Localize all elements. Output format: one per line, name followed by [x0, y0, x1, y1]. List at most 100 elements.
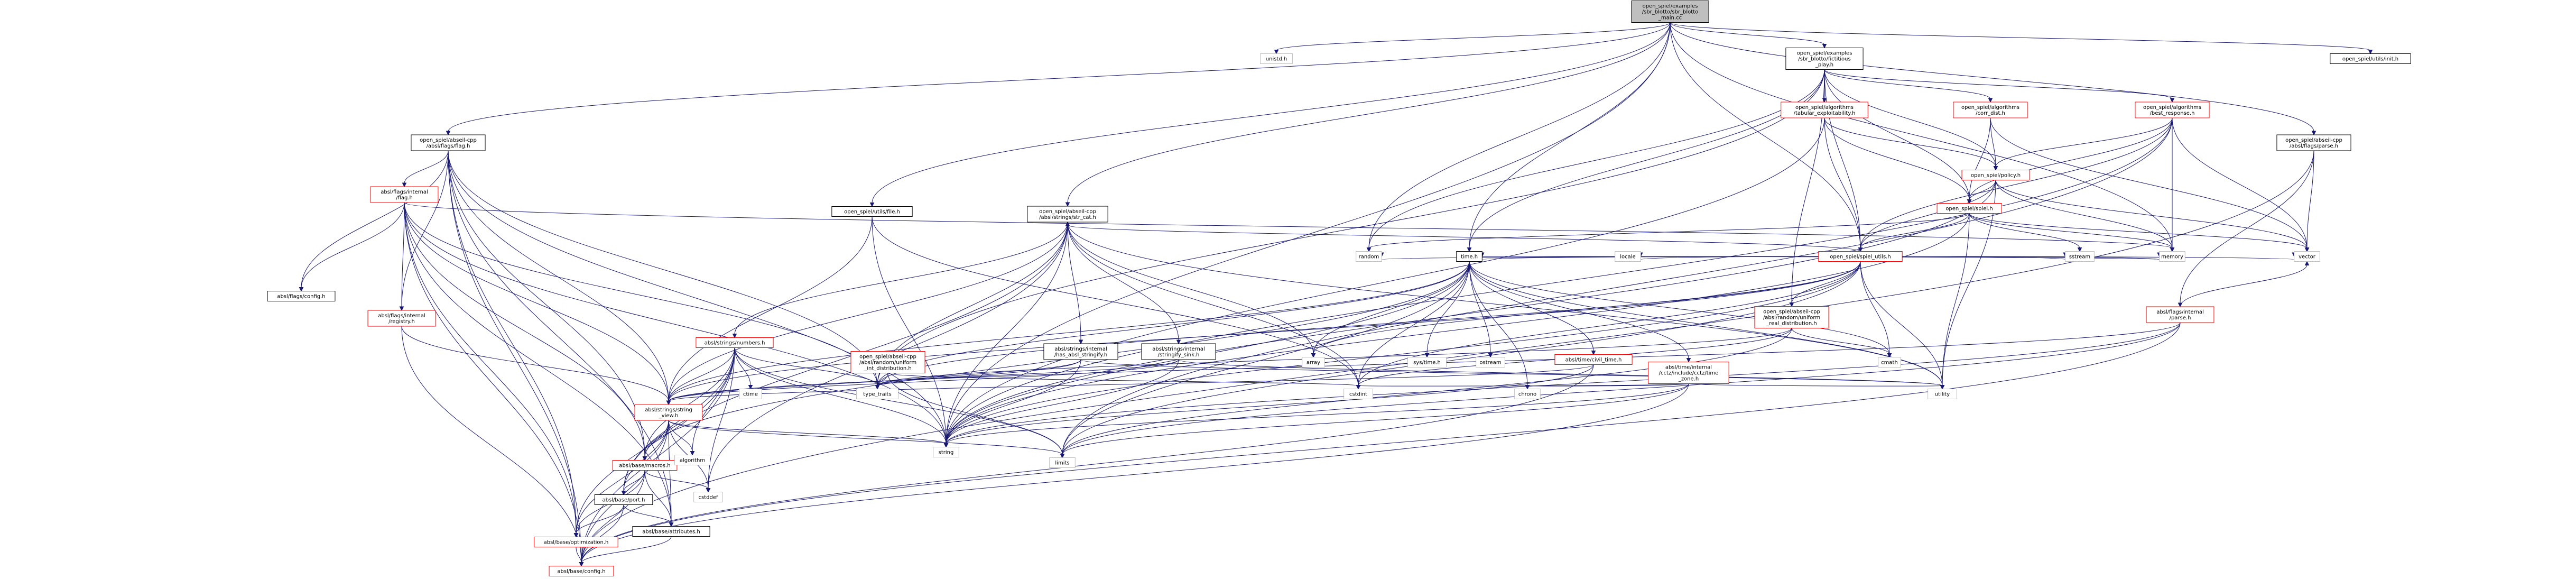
node-box: [634, 404, 703, 421]
node-registry[interactable]: absl/flags/internal/registry.h: [367, 310, 436, 327]
node-box: [370, 186, 439, 203]
edge-cctz-to-string: [943, 383, 1689, 448]
edge-flaginternal-to-stringview: [404, 202, 671, 406]
node-ostream: ostream: [1476, 357, 1505, 367]
edge-spiel-to-string: [943, 213, 1970, 448]
node-label: _int_distribution.h: [864, 366, 912, 372]
node-box: [1785, 48, 1864, 70]
node-label: /flag.h: [396, 195, 413, 201]
node-uniformint[interactable]: open_spiel/abseil-cpp/absl/random/unifor…: [850, 351, 925, 373]
node-time[interactable]: time.h: [1456, 251, 1482, 262]
node-label: open_spiel/utils/init.h: [2342, 57, 2398, 62]
node-box: [696, 337, 774, 348]
node-macros[interactable]: absl/base/macros.h: [612, 460, 678, 471]
node-box: [1049, 457, 1076, 468]
edge-fict-to-policy: [1824, 69, 1998, 171]
node-baseconfig[interactable]: absl/base/config.h: [549, 566, 614, 576]
node-label: /absl/random/uniform: [1763, 315, 1820, 321]
node-strcat[interactable]: open_spiel/abseil-cpp/absl/strings/str_c…: [1027, 206, 1108, 223]
node-label: open_spiel/abseil-cpp: [420, 137, 477, 143]
edge-parse-to-vector: [2304, 150, 2314, 252]
node-box: [2065, 251, 2095, 262]
node-box: [1302, 357, 1325, 367]
node-label: /parse.h: [2170, 315, 2191, 321]
node-box: [549, 566, 614, 576]
node-box: [632, 526, 710, 537]
node-box: [411, 134, 486, 151]
edge-time-to-chrono: [1469, 261, 1530, 390]
node-label: absl/time/civil_time.h: [1565, 357, 1622, 363]
node-label: open_spiel/abseil-cpp: [1763, 309, 1820, 315]
edge-spielutils-to-cmath: [1860, 261, 1892, 358]
node-numbers[interactable]: absl/strings/numbers.h: [696, 337, 774, 348]
node-optimization[interactable]: absl/base/optimization.h: [534, 537, 618, 547]
node-civiltime[interactable]: absl/time/civil_time.h: [1554, 354, 1633, 365]
node-label: open_spiel/algorithms: [2143, 105, 2201, 111]
node-label: absl/flags/internal: [378, 313, 425, 319]
node-label: open_spiel/abseil-cpp: [1039, 209, 1096, 215]
node-label: _real_distribution.h: [1766, 321, 1817, 327]
edge-layer: [299, 22, 2373, 567]
edge-spielutils-to-memory: [1902, 252, 2162, 260]
node-label: locale: [1620, 254, 1635, 260]
edge-flag-to-stringview: [448, 150, 671, 406]
node-root[interactable]: open_spiel/examples/sbr_blotto/sbr_blott…: [1631, 1, 1709, 23]
node-label: open_spiel/abseil-cpp: [859, 354, 916, 360]
node-parseinternal[interactable]: absl/flags/internal/parse.h: [2146, 306, 2214, 323]
node-label: open_spiel/algorithms: [1961, 105, 2019, 111]
edge-root-to-parse: [1670, 22, 2316, 136]
node-fict[interactable]: open_spiel/examples/sbr_blotto/fictitiou…: [1785, 48, 1864, 70]
node-label: _zone.h: [1678, 376, 1699, 382]
edge-flaginternal-to-flagsconfig: [299, 202, 405, 292]
node-label: open_spiel/algorithms: [1795, 105, 1854, 111]
node-box: [1476, 357, 1505, 367]
edge-numbers-to-port: [621, 347, 735, 495]
node-policy[interactable]: open_spiel/policy.h: [1961, 170, 2030, 180]
node-box: [850, 351, 925, 373]
node-uniformreal[interactable]: open_spiel/abseil-cpp/absl/random/unifor…: [1754, 306, 1829, 328]
node-label: type_traits: [863, 392, 891, 398]
edge-flag-to-string: [448, 150, 949, 448]
edge-corrdist-to-policy: [1990, 117, 1998, 171]
edge-parse-to-parseinternal: [2177, 150, 2314, 308]
node-flag[interactable]: open_spiel/abseil-cpp/absl/flags/flag.h: [411, 134, 486, 151]
node-memory: memory: [2159, 251, 2185, 262]
node-cctz[interactable]: absl/time/internal/cctz/include/cctz/tim…: [1648, 362, 1729, 384]
edge-strcat-to-port: [621, 222, 1068, 495]
node-corrdist[interactable]: open_spiel/algorithms/corr_dist.h: [1953, 102, 2028, 118]
edge-bestresp-to-memory: [2170, 118, 2175, 252]
node-attributes[interactable]: absl/base/attributes.h: [632, 526, 710, 537]
node-file[interactable]: open_spiel/utils/file.h: [831, 206, 913, 217]
edge-tabexp-to-string: [943, 117, 1825, 448]
node-tabexp[interactable]: open_spiel/algorithms/tabular_exploitabi…: [1781, 102, 1868, 118]
node-box: [1961, 170, 2030, 180]
node-hasstringify[interactable]: absl/strings/internal/has_absl_stringify…: [1043, 343, 1118, 360]
node-init[interactable]: open_spiel/utils/init.h: [2330, 53, 2411, 64]
node-label: /registry.h: [388, 319, 415, 325]
node-spiel[interactable]: open_spiel/spiel.h: [1936, 203, 2002, 214]
node-port[interactable]: absl/base/port.h: [594, 494, 653, 505]
node-label: /stringify_sink.h: [1158, 352, 1200, 358]
edge-root-to-flag: [446, 22, 1671, 136]
node-stringview[interactable]: absl/strings/string_view.h: [634, 404, 703, 421]
node-bestresp[interactable]: open_spiel/algorithms/best_response.h: [2135, 102, 2210, 118]
node-parse[interactable]: open_spiel/abseil-cpp/absl/flags/parse.h: [2276, 134, 2351, 151]
node-spielutils[interactable]: open_spiel/spiel_utils.h: [1818, 251, 1903, 262]
edge-flag-to-typetraits: [448, 150, 880, 390]
node-label: /absl/flags/parse.h: [2290, 143, 2338, 149]
node-label: time.h: [1461, 254, 1478, 260]
node-label: open_spiel/examples: [1643, 4, 1698, 10]
edge-numbers-to-ctime: [734, 347, 753, 390]
node-flagsconfig[interactable]: absl/flags/config.h: [267, 291, 336, 301]
node-label: absl/flags/internal: [2156, 309, 2204, 315]
edge-numbers-to-macros: [642, 347, 735, 461]
edge-flaginternal-to-optimization: [404, 202, 579, 538]
node-box: [674, 455, 710, 465]
edge-numbers-to-optimization: [573, 347, 735, 538]
node-stringifysink[interactable]: absl/strings/internal/stringify_sink.h: [1141, 343, 1216, 360]
node-box: [739, 389, 762, 399]
node-label: /absl/strings/str_cat.h: [1039, 215, 1096, 220]
node-flaginternal[interactable]: absl/flags/internal/flag.h: [370, 186, 439, 203]
node-layer: open_spiel/examples/sbr_blotto/sbr_blott…: [267, 1, 2411, 576]
node-box: [1648, 362, 1729, 384]
